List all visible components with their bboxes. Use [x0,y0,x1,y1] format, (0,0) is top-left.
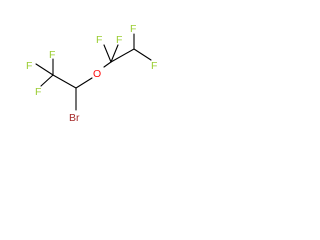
atom-labels: F F F Br O F F F F [26,23,157,124]
bond-c3-f4 [103,44,112,63]
bond-c2-o [75,77,93,89]
atom-f3: F [35,86,41,98]
bond-c1-f1 [35,63,54,76]
atom-f7: F [151,60,157,72]
atom-f2: F [49,49,55,61]
atom-f4: F [96,34,102,46]
bond-c4-f7 [133,48,152,61]
atom-f5: F [116,34,122,46]
bond-c1-f3 [40,74,54,87]
bond-o-c3 [103,61,112,68]
atom-br: Br [69,112,80,124]
bond-lines [35,33,152,111]
atom-o: O [93,68,101,80]
bond-c3-c4 [110,48,135,63]
bond-c1-c2 [52,74,77,89]
atom-f1: F [26,60,32,72]
bond-c3-f5 [110,44,119,63]
molecule-structure-diagram: F F F Br O F F F F [26,23,157,124]
atom-f6: F [130,23,136,35]
